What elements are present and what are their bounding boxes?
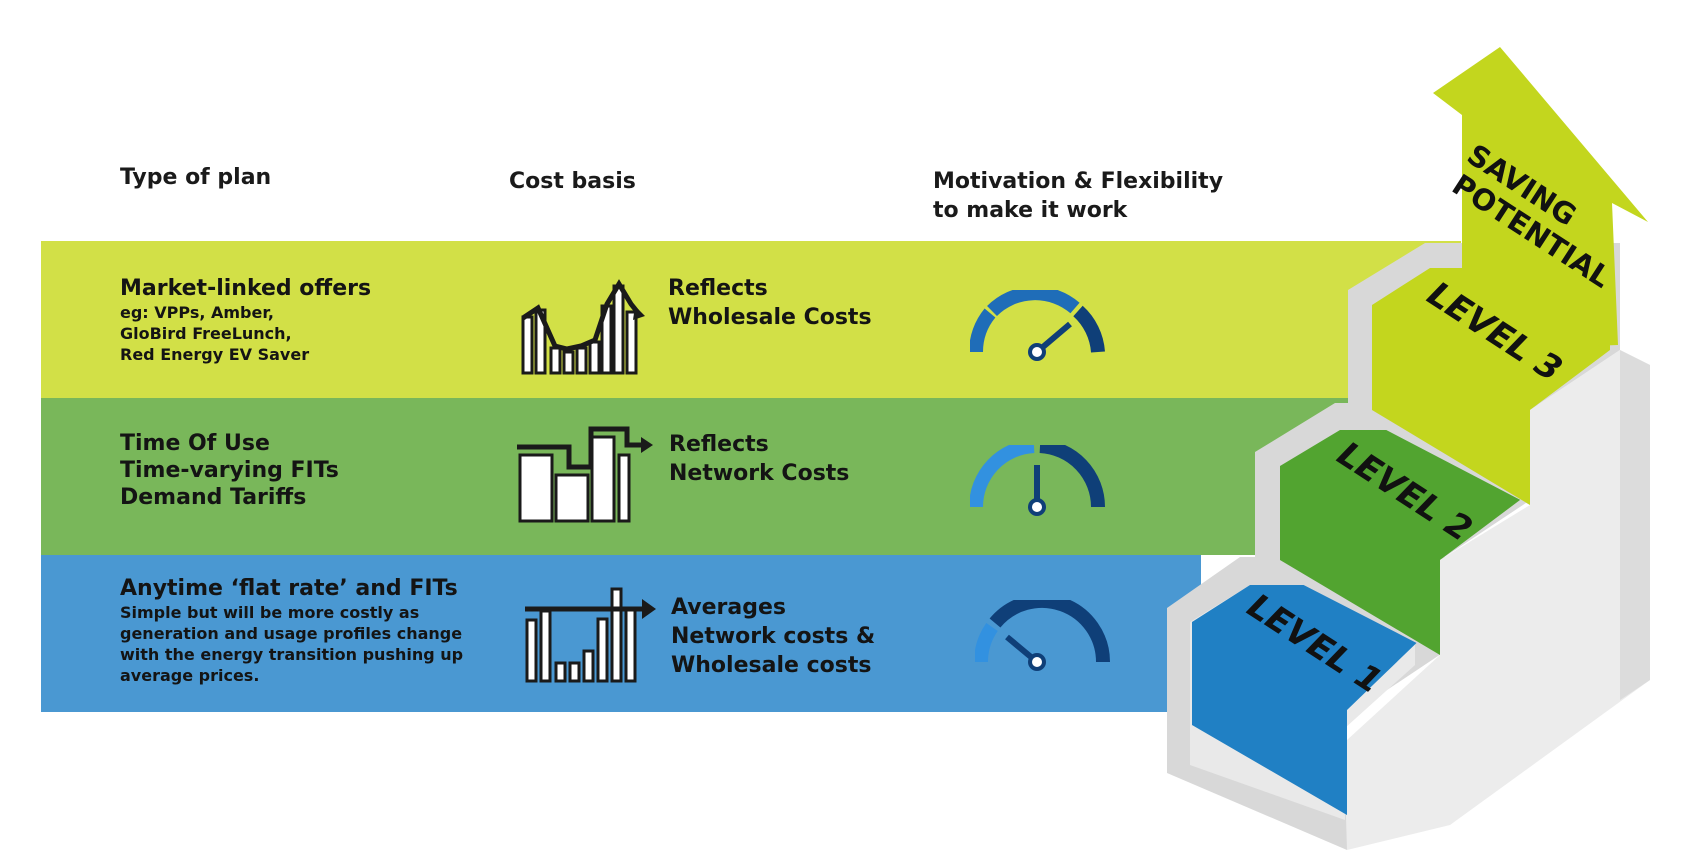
row3-detail-1: eg: VPPs, Amber, [120, 303, 274, 322]
step-1-face [1192, 585, 1430, 815]
row1-cost-line2: Network costs & [671, 624, 876, 649]
row1-detail-3: with the energy transition pushing up [120, 645, 464, 664]
step-bar-chart-icon [517, 426, 653, 523]
row3-cost-basis: Reflects Wholesale Costs [668, 274, 872, 332]
gauge-icon-row3 [970, 290, 1105, 361]
row2-title-2: Time-varying FITs [120, 458, 339, 483]
stairs-side-block [1347, 350, 1650, 850]
header-motivation-line1: Motivation & Flexibility [933, 169, 1224, 194]
step-2-face [1280, 430, 1520, 655]
volatile-bar-line-chart-icon [521, 279, 645, 375]
header-motivation-line2: to make it work [933, 198, 1128, 223]
row1-plan-title: Anytime ‘flat rate’ and FITs [120, 576, 458, 601]
gauge-icon-row2 [970, 445, 1105, 516]
row2-title-1: Time Of Use [120, 431, 270, 456]
row1-cost-line3: Wholesale costs [671, 653, 872, 678]
row3-cost-line2: Wholesale Costs [668, 305, 872, 330]
row1-cost-line1: Averages [671, 595, 786, 620]
row3-detail-2: GloBird FreeLunch, [120, 324, 292, 343]
row2-title-3: Demand Tariffs [120, 485, 307, 510]
row2-cost-basis: Reflects Network Costs [669, 430, 849, 488]
row3-plan-title: Market-linked offers [120, 276, 372, 301]
header-type-of-plan: Type of plan [120, 165, 272, 190]
row2-cost-line1: Reflects [669, 432, 769, 457]
row1-detail-1: Simple but will be more costly as [120, 603, 420, 622]
up-arrow-icon [1433, 47, 1648, 348]
flat-average-bar-chart-icon [525, 587, 656, 683]
row1-detail-4: average prices. [120, 666, 260, 685]
header-motivation: Motivation & Flexibility to make it work [933, 167, 1223, 225]
row2-plan-titles: Time Of Use Time-varying FITs Demand Tar… [120, 430, 339, 511]
row1-plan-details: Simple but will be more costly as genera… [120, 602, 463, 686]
row3-plan-details: eg: VPPs, Amber, GloBird FreeLunch, Red … [120, 302, 309, 365]
row1-detail-2: generation and usage profiles change [120, 624, 463, 643]
row3-detail-3: Red Energy EV Saver [120, 345, 310, 364]
band-level-2 [41, 398, 1371, 555]
row2-cost-line2: Network Costs [669, 461, 850, 486]
row3-cost-line1: Reflects [668, 276, 768, 301]
band-level-3 [41, 241, 1461, 398]
header-cost-basis: Cost basis [509, 169, 636, 194]
stairs-edge [1620, 350, 1650, 700]
row1-cost-basis: Averages Network costs & Wholesale costs [671, 593, 875, 680]
gauge-icon-row1 [975, 600, 1110, 671]
